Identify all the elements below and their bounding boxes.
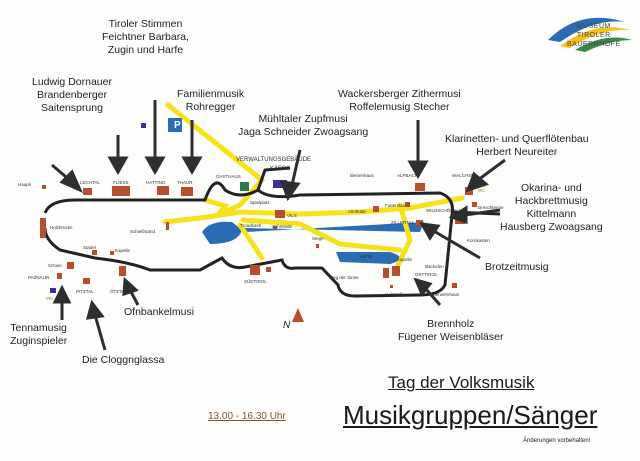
place-label: ALPBACH [397,173,419,178]
wc-building [50,288,56,293]
place-label: WALCHSEE [452,173,478,178]
buildings [40,183,477,288]
place-label: Kapelle [397,257,413,262]
arrow-icon [144,156,166,176]
place-label: KASSA [270,166,291,172]
logo-line: TIROLER [576,32,611,39]
place-label: Weg der Sinne [329,275,359,280]
verwaltung-building [273,180,287,188]
gasthaus-building [240,182,249,191]
arrow-icon [59,169,83,193]
place-label: Haupli [18,182,31,187]
place-label: Backofen [425,264,444,269]
arrow-icon [448,205,468,225]
place-label: LECHTAL [80,180,100,185]
arrow-icon [107,156,129,176]
arrow-icon [122,276,139,297]
place-label: GASTHAUS [216,174,241,179]
place-label: VERWALTUNGSGEBÄUDE [236,157,311,163]
place-label: Kornkasten [467,238,490,243]
arrows [51,100,506,351]
place-label: Kapelle [115,248,131,253]
place-label: WILDSCHÖNAU [426,208,460,213]
place-label: ZILLERTAL [391,220,415,225]
place-label: PITZTAL [76,289,94,294]
arrow-icon [419,222,441,241]
place-label: THAUR [177,180,193,185]
arrow-icon [52,284,72,304]
parking-icon: P [174,120,181,131]
place-label: OSTTIROL [415,272,438,277]
place-label: Schule [48,263,62,268]
place-label: Troadkastl [240,223,261,228]
museum-logo: MUSEUM TIROLER BAUERNHÖFE [567,22,621,49]
place-label: Holzstall [385,292,403,297]
place-label: Stege [312,236,324,241]
group-ofnbankelmusi: Ofnbankelmusi [124,306,195,318]
group-brotzeitmusig: Brotzeitmusig [485,261,549,273]
north-label: N [283,320,291,331]
pond [202,221,242,244]
arrow-icon [465,171,490,193]
place-label: HATTING [146,180,166,185]
place-label: PAZNAUN [28,275,50,280]
disclaimer: Änderungen vorbehalten! [523,438,591,444]
place-label: Spielplatz [250,200,270,205]
arrow-icon [413,277,433,297]
place-label: Feuerwehrhaus [428,292,460,297]
event-title: Tag der Volksmusik [388,373,535,392]
place-label: Stadel [83,245,96,250]
arrow-icon [181,156,203,176]
event-time: 13.00 - 16.30 Uhr [208,411,286,422]
logo-line: MUSEUM [576,23,611,30]
place-label: Almhütte [348,209,366,214]
arrow-icon [85,299,105,320]
place-label: SÜDTIROL [244,279,267,284]
place-label: Schmiede [272,224,293,229]
place-label: Dreschtenne [478,205,504,210]
event-subtitle: Musikgruppen/Sänger [343,400,598,430]
arrow-icon [407,160,429,180]
place-label: Bienenhaus [350,173,374,178]
logo-line: BAUERNHÖFE [567,41,621,48]
place-label: WC [46,296,54,301]
place-label: VILS [287,213,297,218]
place-label: ÖTZTAL [110,289,127,294]
place-label: Schießstand [130,229,156,234]
place-label: Mühle [360,254,373,259]
arrow-icon [279,180,301,202]
footpaths [162,102,465,275]
group-cloggnglassa: Die Cloggnglassa [82,354,165,366]
place-label: Holzbrücke [50,225,73,230]
north-arrow-icon [292,308,304,322]
stream [245,222,424,264]
parking-sign[interactable] [168,118,182,132]
museum-logo-graphic [548,17,632,52]
place-label: Futterstall [385,203,405,208]
place-label: WC [478,188,486,193]
place-label: FLIESS [113,180,129,185]
wc-building-top [141,123,146,128]
